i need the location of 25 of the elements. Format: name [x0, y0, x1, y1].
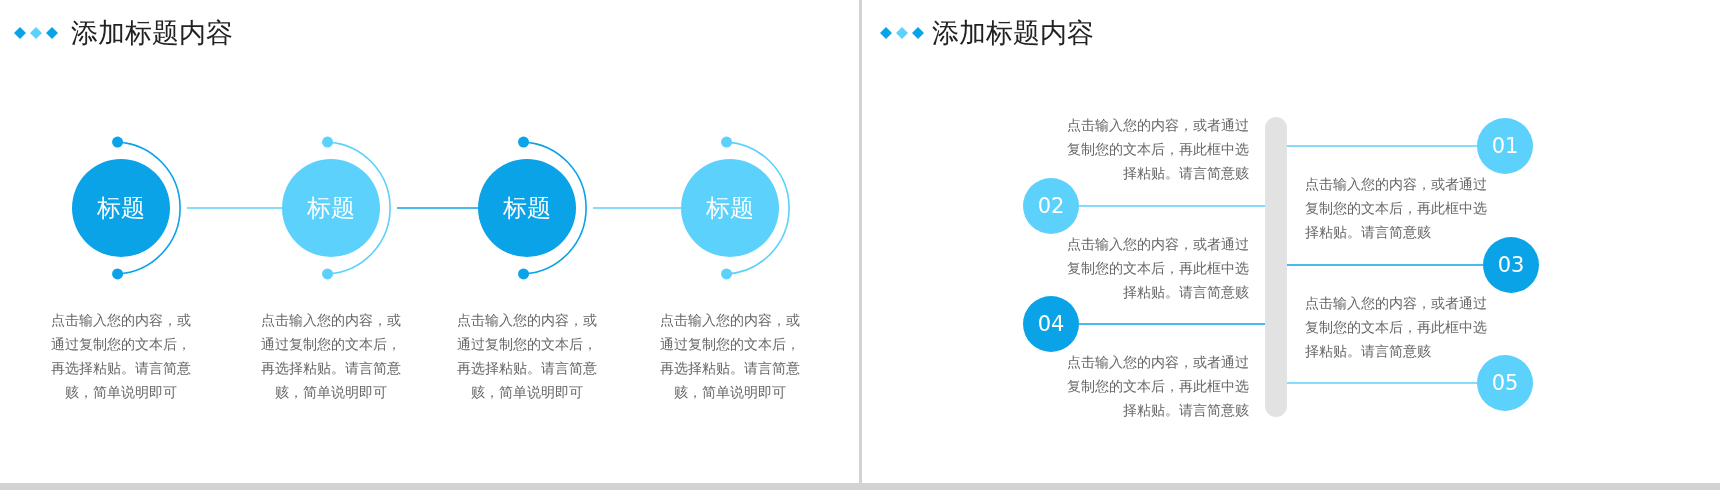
circle-node: 标题: [681, 159, 779, 257]
description-text: 点击输入您的内容，或通过复制您的文本后，再选择粘贴。请言简意赅，简单说明即可: [260, 311, 402, 402]
description-text: 点击输入您的内容，或通过复制您的文本后，再选择粘贴。请言简意赅，简单说明即可: [659, 311, 801, 402]
circle-node: 03: [1483, 237, 1539, 293]
slide-title: 添加标题内容: [71, 16, 233, 50]
circle-node: 04: [1023, 296, 1079, 352]
connector-line: [1286, 264, 1484, 266]
connector-line: [396, 207, 479, 209]
connector-line: [1078, 323, 1266, 325]
circle-node: 标题: [282, 159, 380, 257]
slide-title: 添加标题内容: [932, 16, 1094, 50]
connector-line: [186, 207, 283, 209]
connector-line: [1078, 205, 1266, 207]
circle-node: 02: [1023, 178, 1079, 234]
circle-node: 标题: [478, 159, 576, 257]
connector-line: [1286, 145, 1478, 147]
circle-node: 05: [1477, 355, 1533, 411]
connector-line: [592, 207, 682, 209]
circle-node: 标题: [72, 159, 170, 257]
circle-node: 01: [1477, 118, 1533, 174]
description-text: 点击输入您的内容，或者通过复制您的文本后，再此框中选择粘贴。请言简意赅: [1066, 353, 1249, 420]
description-text: 点击输入您的内容，或通过复制您的文本后，再选择粘贴。请言简意赅，简单说明即可: [456, 311, 598, 402]
connector-line: [1286, 382, 1478, 384]
timeline-bar: [1265, 117, 1287, 417]
description-text: 点击输入您的内容，或通过复制您的文本后，再选择粘贴。请言简意赅，简单说明即可: [50, 311, 192, 402]
